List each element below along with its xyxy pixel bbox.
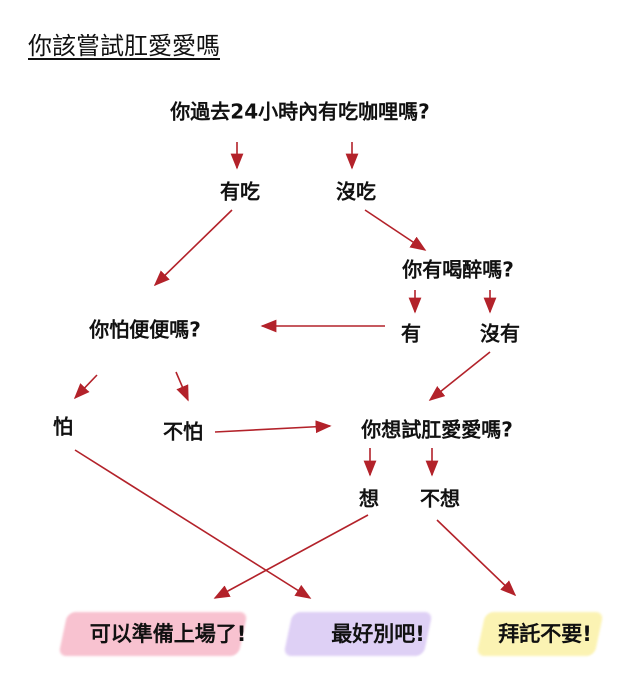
- arrow-want-go: [213, 514, 369, 599]
- arrow-not-ate-drunk-q: [364, 209, 427, 251]
- outcome-please-no: 拜託不要!: [498, 622, 592, 646]
- arrow-not-afraid: [175, 371, 189, 402]
- arrow-not-afraid-want-q: [214, 420, 332, 434]
- arrow-ate-afraid-q: [153, 209, 233, 287]
- answer-not-want: 不想: [420, 486, 460, 511]
- outcome-better-not: 最好別吧!: [331, 622, 425, 646]
- answer-afraid: 怕: [53, 414, 73, 439]
- page-title: 你該嘗試肛愛愛嗎: [28, 32, 220, 60]
- arrow-afraid-better-not: [74, 449, 312, 599]
- question-curry: 你過去24小時內有吃咖哩嗎?: [170, 99, 430, 124]
- answer-not-ate: 沒吃: [336, 179, 376, 204]
- answer-ate: 有吃: [220, 179, 260, 204]
- answer-drunk-yes: 有: [401, 321, 421, 346]
- answer-drunk-no: 沒有: [480, 321, 520, 346]
- arrow-afraid: [73, 374, 98, 400]
- question-afraid: 你怕便便嗎?: [89, 317, 201, 342]
- arrow-drunk-no-want-q: [428, 351, 491, 401]
- question-want: 你想試肛愛愛嗎?: [361, 417, 513, 442]
- outcome-go: 可以準備上場了!: [89, 622, 247, 646]
- arrow-not-want-please-no: [436, 519, 517, 597]
- question-drunk: 你有喝醉嗎?: [402, 257, 514, 282]
- answer-want: 想: [359, 486, 379, 511]
- answer-not-afraid: 不怕: [163, 419, 203, 444]
